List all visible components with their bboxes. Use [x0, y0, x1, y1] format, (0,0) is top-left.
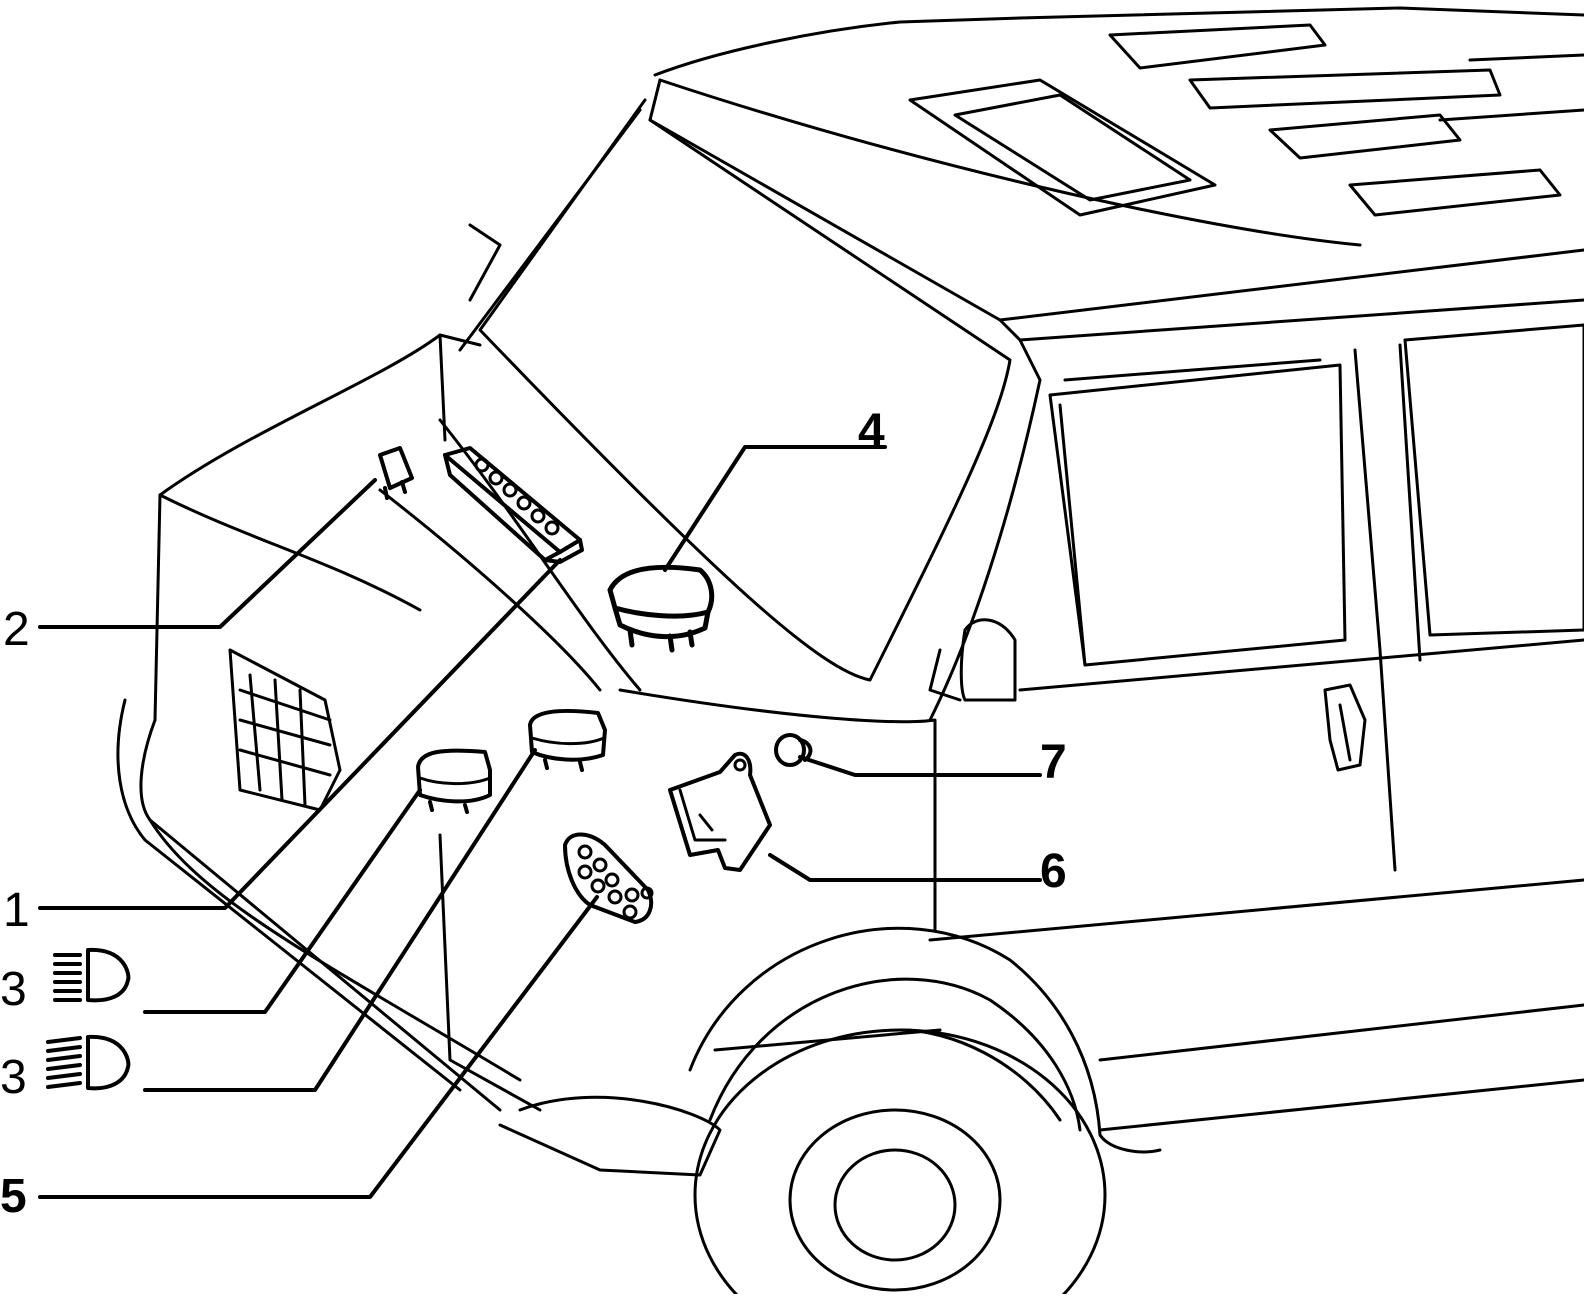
callout-label-1: 1 — [3, 884, 30, 937]
component-3-high-beam-relay — [416, 748, 492, 814]
leader-line-5 — [38, 895, 599, 1199]
leader-line-3a — [143, 788, 422, 1014]
callout-label-3-low-beam: 3 — [0, 1051, 27, 1104]
callout-label-2: 2 — [3, 603, 30, 656]
leader-line-7 — [798, 755, 1042, 777]
leader-line-2 — [38, 478, 377, 629]
callout-label-5: 5 — [0, 1170, 27, 1223]
component-5-connector — [563, 832, 654, 924]
component-6-module — [668, 751, 772, 872]
callout-label-6: 6 — [1040, 845, 1067, 898]
callout-label-3-high-beam: 3 — [0, 963, 27, 1016]
component-1-fuse-box — [443, 446, 584, 564]
van-body — [116, 6, 1584, 1299]
high-beam-headlamp-icon — [53, 947, 131, 1003]
component-2-fuse — [378, 446, 414, 500]
callout-label-7: 7 — [1040, 736, 1067, 789]
leader-line-4 — [663, 445, 887, 572]
leader-line-3b — [143, 748, 537, 1092]
leader-line-1 — [38, 558, 562, 910]
component-4-relay — [607, 564, 715, 653]
callout-label-4: 4 — [858, 405, 885, 458]
leader-line-6 — [768, 853, 1042, 882]
low-beam-headlamp-icon — [46, 1034, 131, 1091]
component-3-low-beam-relay — [528, 709, 607, 772]
leader-lines — [38, 445, 1042, 1199]
